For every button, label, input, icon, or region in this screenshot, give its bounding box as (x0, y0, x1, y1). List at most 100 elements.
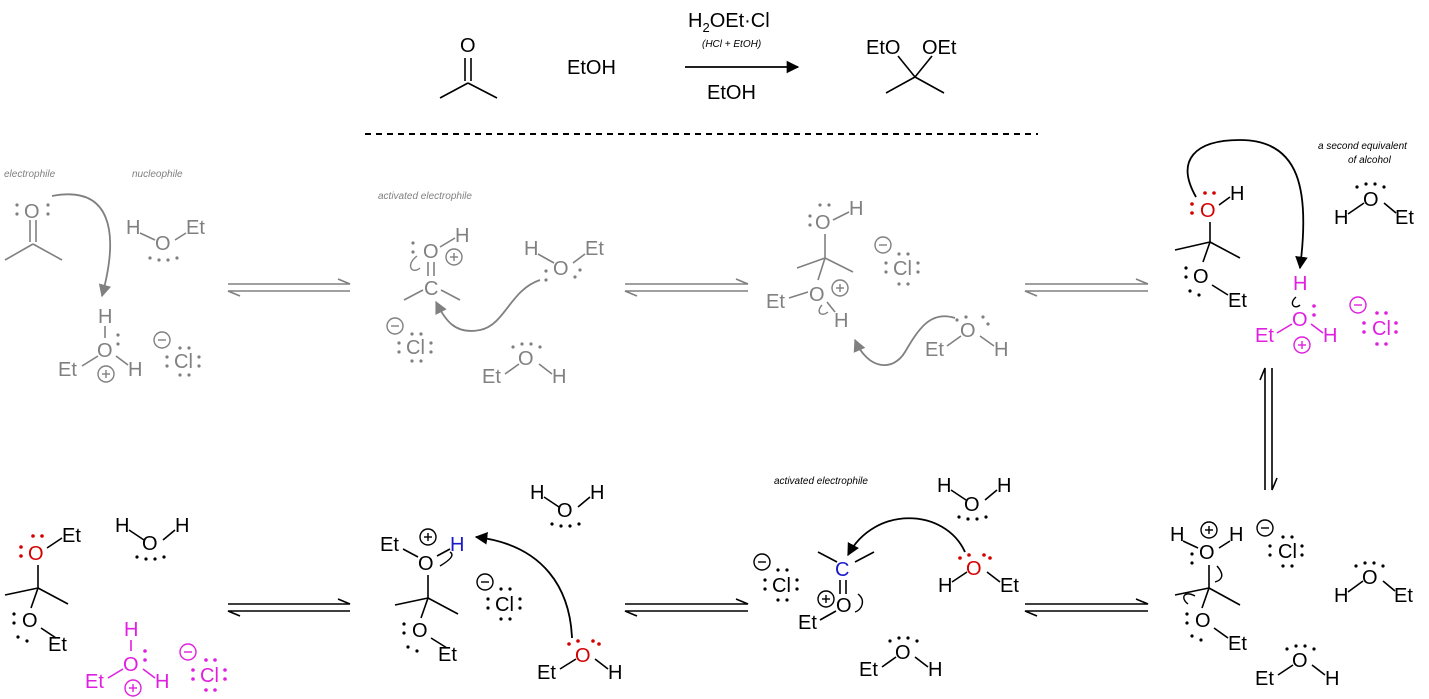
s5-Et: Et (1228, 633, 1247, 655)
s4-mag-Et: Et (1255, 325, 1274, 347)
s8-Et-bottom: Et (48, 634, 67, 656)
s6-w-H1: H (937, 475, 951, 497)
s6-Et: Et (798, 612, 817, 634)
s3-O-bottom: O (809, 284, 825, 306)
s2-nuc-O: O (553, 258, 569, 280)
s4-mag-H: H (1293, 273, 1307, 295)
s7-b-H: H (608, 662, 622, 684)
s8-w-H1: H (115, 515, 129, 537)
pe-O: O (97, 340, 113, 362)
cl-6: Cl (772, 575, 791, 597)
step1-protonation: electrophile nucleophile O H O Et H O Et… (4, 169, 205, 383)
s8-w-H2: H (175, 515, 189, 537)
s8-O-red: O (28, 543, 44, 565)
cl-3: Cl (893, 258, 912, 280)
s5-alc-H: H (1334, 585, 1348, 607)
cl-7: Cl (495, 594, 514, 616)
s2-O: O (423, 241, 439, 263)
product-left-oet: EtO (866, 37, 900, 59)
s2-sp-Et: Et (482, 366, 501, 388)
s3-H-top: H (849, 198, 863, 220)
s2-sp-H: H (552, 366, 566, 388)
s8-mag-O: O (123, 654, 139, 676)
s6-b-Et: Et (859, 659, 878, 681)
s2-C: C (424, 278, 438, 300)
s3-base-H: H (994, 339, 1008, 361)
s7-b-Et: Et (537, 662, 556, 684)
s2-H: H (455, 225, 469, 247)
step4-hemiketal: a second equivalent of alcohol O H O Et … (1174, 139, 1414, 354)
s3-base-O: O (960, 320, 976, 342)
s8-mag-H2: H (155, 671, 169, 693)
cl-4: Cl (1372, 318, 1391, 340)
s6-b-H: H (928, 659, 942, 681)
label-second-equiv-2: of alcohol (1348, 155, 1392, 166)
s5-alc-O: O (1362, 567, 1378, 589)
cl-8: Cl (200, 665, 219, 687)
s8-w-O: O (142, 533, 158, 555)
s3-Et: Et (766, 291, 785, 313)
s5-b-H: H (1325, 668, 1339, 690)
equilibrium-arrow-6 (227, 598, 351, 617)
reagent-note: (HCl + EtOH) (702, 39, 761, 50)
step3-oxonium: O H O Et H Cl Et O H (766, 198, 1008, 366)
nuc-H: H (126, 217, 140, 239)
s7-w-H1: H (530, 482, 544, 504)
reagent-formula: H2OEt·Cl (688, 10, 770, 35)
ketal-product (885, 55, 945, 94)
s5-alc-Et: Et (1394, 585, 1413, 607)
step2-activated-electrophile: activated electrophile O H C Cl H O Et E… (378, 191, 604, 388)
equilibrium-arrow-vertical (1259, 367, 1278, 491)
s5-H2: H (1229, 524, 1243, 546)
s7-w-H2: H (590, 482, 604, 504)
equilibrium-arrow-3 (1024, 278, 1149, 297)
acetone-structure (439, 58, 498, 99)
s6-b-O: O (895, 642, 911, 664)
s8-O-ether: O (22, 610, 38, 632)
s7-w-O: O (557, 500, 573, 522)
s6-nuc-O: O (966, 558, 982, 580)
solvent-label: EtOH (707, 82, 756, 104)
s4-O-ether: O (1193, 266, 1209, 288)
s6-w-O: O (964, 494, 980, 516)
s2-nuc-H: H (524, 238, 538, 260)
label-second-equiv-1: a second equivalent (1318, 141, 1408, 152)
s4-alc-Et: Et (1395, 207, 1414, 229)
s6-O: O (836, 595, 852, 617)
label-activated-1: activated electrophile (378, 191, 472, 202)
pe-Et: Et (58, 359, 77, 381)
step7-protonated-ketal: Et O H O Et Cl H O H Et O H (380, 482, 622, 684)
s2-nuc-Et: Et (585, 238, 604, 260)
product-right-oet: OEt (922, 37, 957, 59)
cl-1: Cl (174, 351, 193, 373)
s3-base-Et: Et (925, 339, 944, 361)
nuc-Et: Et (186, 217, 205, 239)
s5-b-O: O (1292, 650, 1308, 672)
pe-H: H (98, 306, 112, 328)
step8-ketal-product: O Et O Et H O H H O Et H Cl (4, 515, 227, 697)
ethanol-reactant: EtOH (567, 57, 616, 79)
s2-sp-O: O (518, 348, 534, 370)
step6-oxocarbenium: activated electrophile C O Et Cl H O Et … (753, 475, 1019, 681)
s4-mag-O: O (1292, 309, 1308, 331)
s5-H1: H (1170, 524, 1184, 546)
s4-alc-O: O (1363, 189, 1379, 211)
nuc-O: O (155, 233, 171, 255)
s4-Et: Et (1228, 290, 1247, 312)
s4-mag-H2: H (1323, 325, 1337, 347)
s6-C-blue: C (835, 559, 849, 581)
label-electrophile: electrophile (4, 169, 56, 180)
s7-b-O: O (575, 645, 591, 667)
s8-mag-Et: Et (85, 671, 104, 693)
step1-carbonyl-O: O (24, 201, 40, 223)
overall-reaction: O EtOH H2OEt·Cl (HCl + EtOH) EtOH EtO OE… (439, 10, 957, 104)
label-activated-2: activated electrophile (774, 476, 868, 487)
s6-nuc-Et: Et (1000, 575, 1019, 597)
s7-H-blue: H (450, 534, 464, 556)
s4-alc-H: H (1334, 207, 1348, 229)
s5-O-top: O (1199, 542, 1215, 564)
s3-O-top: O (815, 212, 831, 234)
cl-2: Cl (406, 337, 425, 359)
